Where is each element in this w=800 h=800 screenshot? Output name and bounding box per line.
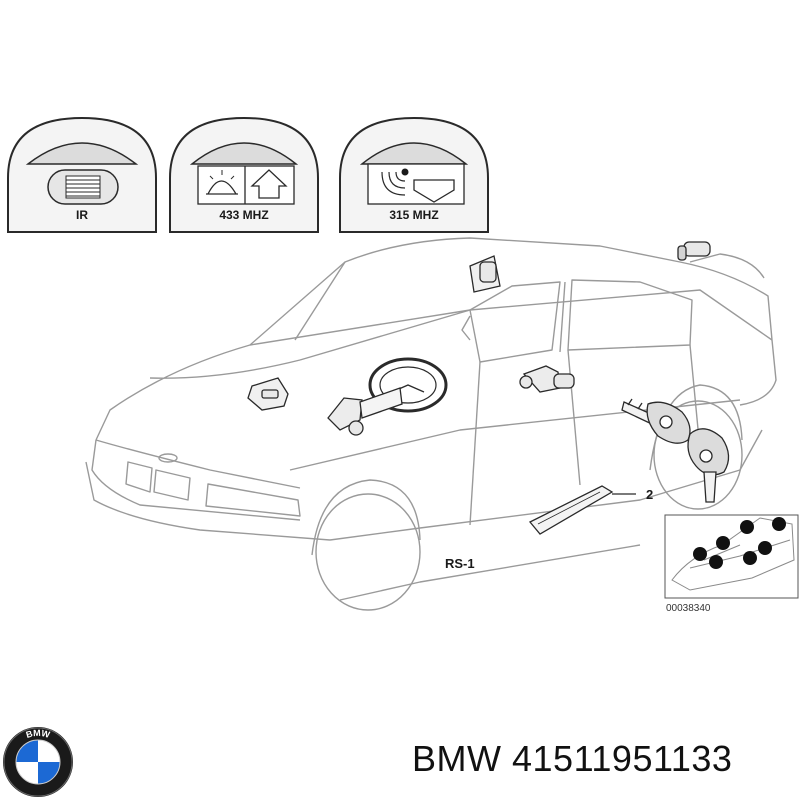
badge-315: 315 MHZ [339, 116, 489, 233]
badge-label-ir: IR [76, 208, 88, 222]
inset-reference-number: 00038340 [666, 603, 711, 614]
inset-dot [693, 547, 707, 561]
callout-part-2: 2 [646, 487, 653, 502]
inset-dot [743, 551, 757, 565]
bmw-logo: BMW [3, 727, 73, 797]
inset-dot [758, 541, 772, 555]
door-lock-cylinder [519, 365, 575, 393]
key-fob [621, 398, 691, 444]
badge-label-315: 315 MHZ [389, 208, 438, 222]
interior-module [469, 255, 501, 293]
badge-433: 433 MHZ [169, 116, 319, 233]
inset-dot [716, 536, 730, 550]
bmw-logo-lettering: BMW [25, 728, 52, 740]
infrared-window-icon [47, 169, 119, 205]
radio-transmit-unlock-icon [367, 163, 465, 205]
inset-locator [664, 514, 799, 599]
parts [247, 241, 730, 535]
part-2-sill-plate [528, 485, 614, 535]
inset-dot [740, 520, 754, 534]
trunk-lock-cylinder [677, 241, 711, 261]
glovebox-lock [247, 377, 289, 411]
part-title: BMW 41511951133 [412, 738, 732, 780]
badge-label-433: 433 MHZ [219, 208, 268, 222]
radio-lock-unlock-icon [197, 165, 295, 205]
ignition-lock [327, 387, 403, 436]
badge-ir: IR [7, 116, 157, 233]
inset-dot [709, 555, 723, 569]
rs-label: RS-1 [445, 556, 475, 571]
spare-key [687, 428, 730, 503]
brand-name: BMW [412, 738, 502, 779]
car-outline [85, 237, 777, 611]
part-number: 41511951133 [512, 738, 733, 779]
inset-dot [772, 517, 786, 531]
